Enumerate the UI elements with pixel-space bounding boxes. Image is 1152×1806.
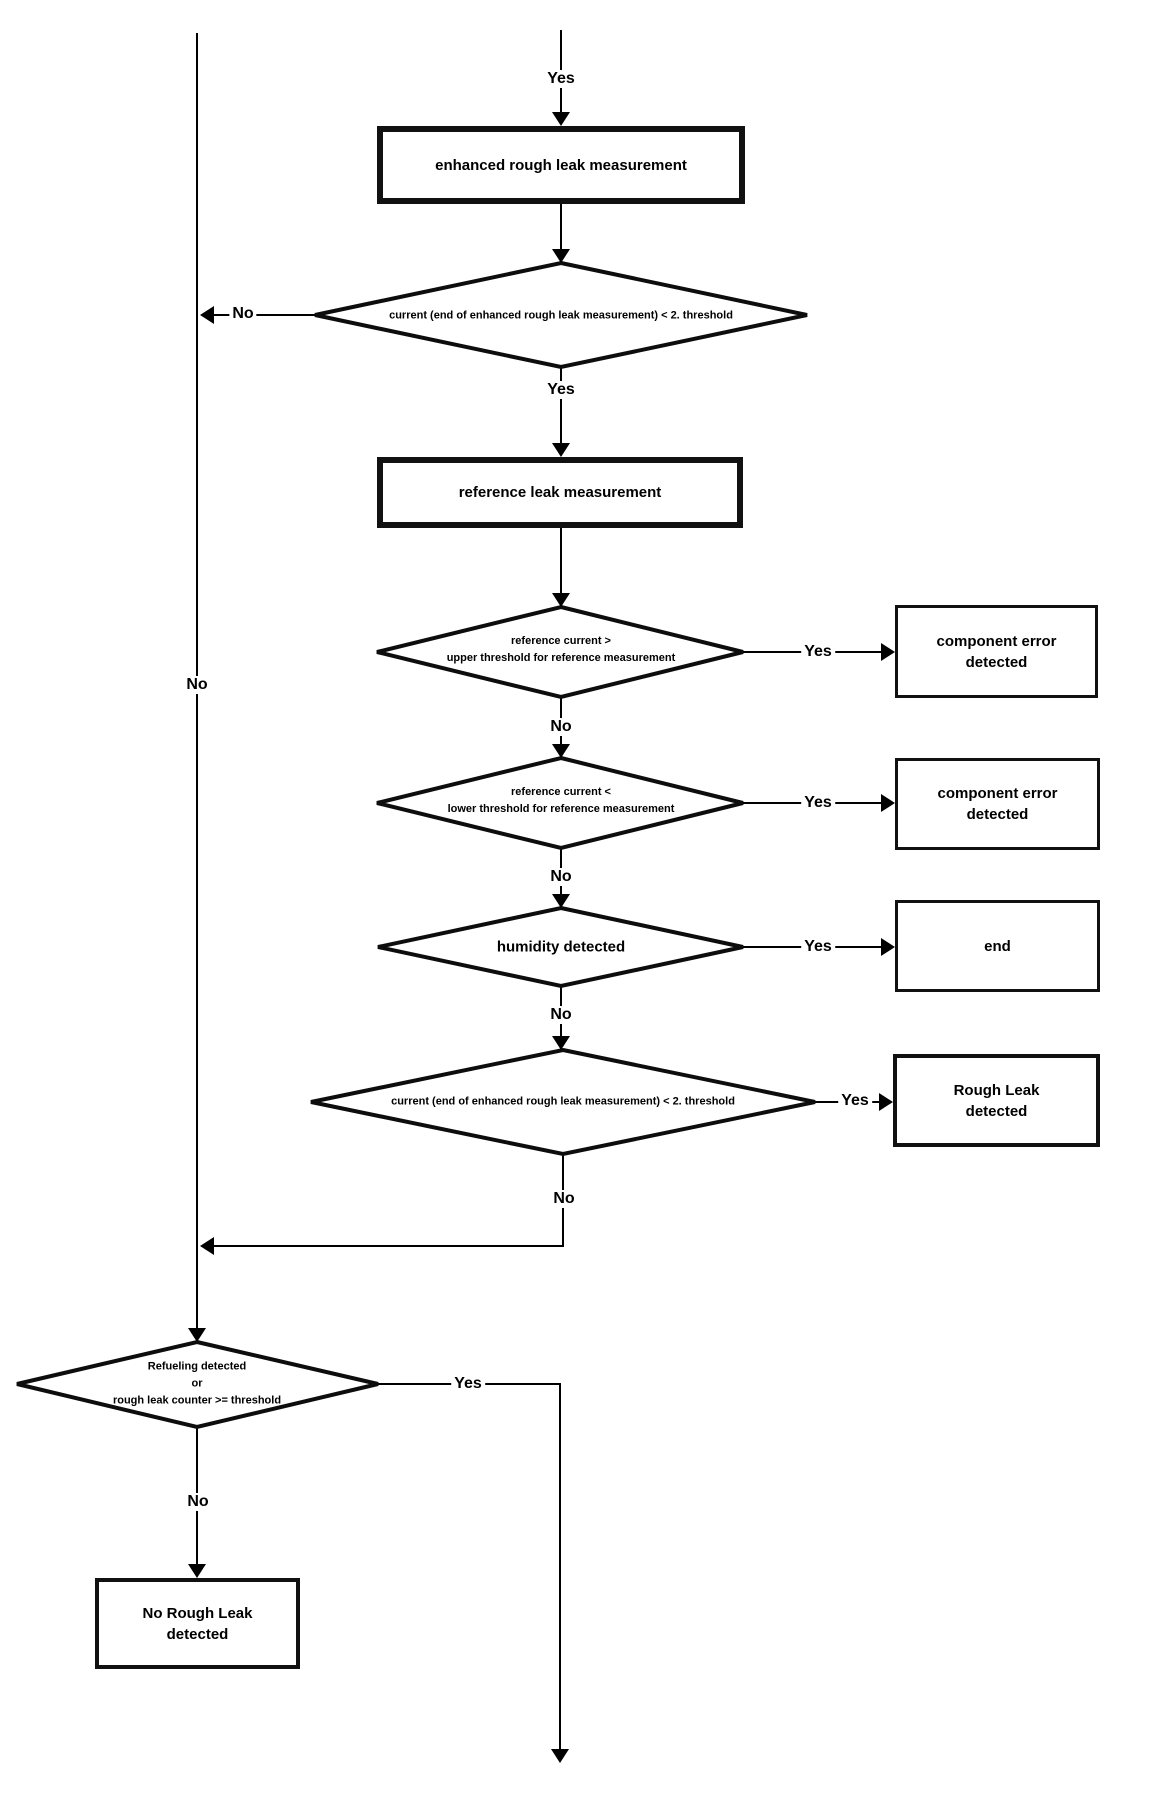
box-rough-leak-detected: Rough Leak detected bbox=[893, 1054, 1100, 1147]
node-label: reference leak measurement bbox=[458, 484, 662, 501]
decision-label-current-threshold-2: current (end of enhanced rough leak meas… bbox=[391, 1095, 735, 1108]
decision-shapes bbox=[16, 260, 816, 1430]
decision-label-refueling: Refueling detected or rough leak counter… bbox=[113, 1359, 281, 1410]
box-component-error-detected-1: component error detected bbox=[895, 605, 1098, 698]
diamond-current-threshold-2 bbox=[310, 1047, 816, 1157]
process-reference-leak-measurement: reference leak measurement bbox=[377, 457, 743, 528]
arrowhead-into-box4 bbox=[881, 794, 895, 812]
arrowhead-into-d2 bbox=[552, 593, 570, 607]
arrowhead-into-box3 bbox=[881, 643, 895, 661]
decision-label-ref-current-lower: reference current < lower threshold for … bbox=[448, 784, 675, 818]
diamond-ref-current-lower bbox=[376, 755, 744, 851]
arrowhead-into-box2 bbox=[552, 443, 570, 457]
edge-label-no-d6: No bbox=[184, 1493, 212, 1511]
node-label-line2: detected bbox=[966, 806, 1029, 823]
box-no-rough-leak-detected: No Rough Leak detected bbox=[95, 1578, 300, 1669]
edge-label-yes-d1: Yes bbox=[544, 381, 578, 399]
arrowhead-into-d1 bbox=[552, 249, 570, 263]
node-label: Rough Leak detected bbox=[954, 1080, 1040, 1122]
edge-d6-yes-exit bbox=[378, 1383, 561, 1752]
node-label-line1: No Rough Leak bbox=[142, 1604, 253, 1622]
edge-label-no-left-line: No bbox=[183, 676, 211, 694]
decision-label-humidity: humidity detected bbox=[496, 938, 626, 956]
node-label-line2: detected bbox=[965, 1102, 1028, 1120]
diamond-humidity bbox=[377, 905, 744, 989]
edge-label-no-d4: No bbox=[547, 1006, 575, 1024]
box-component-error-detected-2: component error detected bbox=[895, 758, 1100, 850]
arrowhead-into-box7 bbox=[188, 1564, 206, 1578]
edge-label-no-d1: No bbox=[229, 305, 257, 323]
decision-line2: upper threshold for reference measuremen… bbox=[446, 652, 676, 664]
node-label-line2: detected bbox=[965, 653, 1028, 671]
node-label: component error detected bbox=[937, 783, 1057, 825]
decision-line1: reference current > bbox=[511, 635, 611, 647]
decision-line1: Refueling detected bbox=[147, 1360, 247, 1373]
edge-d5-no-return bbox=[204, 1154, 564, 1247]
edge-label-no-d3: No bbox=[547, 868, 575, 886]
decision-line2: or bbox=[191, 1377, 203, 1390]
diamond-ref-current-upper bbox=[376, 604, 744, 700]
decision-line2: lower threshold for reference measuremen… bbox=[447, 803, 675, 815]
arrowhead-into-box5 bbox=[881, 938, 895, 956]
arrowhead-into-d4 bbox=[552, 894, 570, 908]
node-label: end bbox=[984, 937, 1011, 955]
node-label: No Rough Leak detected bbox=[142, 1603, 252, 1645]
arrowhead-into-d3 bbox=[552, 744, 570, 758]
node-label-line1: Rough Leak bbox=[953, 1081, 1040, 1099]
diamond-current-threshold-1 bbox=[314, 260, 808, 370]
arrowhead-d1-no-left bbox=[200, 306, 214, 324]
decision-label-current-threshold-1: current (end of enhanced rough leak meas… bbox=[389, 309, 733, 322]
edge-label-yes-d3: Yes bbox=[801, 794, 835, 812]
node-label: component error detected bbox=[936, 631, 1056, 673]
node-label-line1: component error bbox=[937, 785, 1058, 802]
arrowhead-into-box1 bbox=[552, 112, 570, 126]
edge-label-no-d5: No bbox=[550, 1190, 578, 1208]
edge-label-no-d2: No bbox=[547, 718, 575, 736]
decision-line3: rough leak counter >= threshold bbox=[112, 1394, 282, 1407]
process-enhanced-rough-leak-measurement: enhanced rough leak measurement bbox=[377, 126, 745, 204]
node-label: enhanced rough leak measurement bbox=[435, 156, 687, 174]
arrowhead-bottom-exit bbox=[551, 1749, 569, 1763]
edge-label-yes-d2: Yes bbox=[801, 643, 835, 661]
arrowheads bbox=[188, 112, 895, 1763]
decision-label-ref-current-upper: reference current > upper threshold for … bbox=[447, 633, 676, 667]
node-label-line2: detected bbox=[166, 1625, 229, 1643]
arrowhead-into-box6 bbox=[879, 1093, 893, 1111]
node-label-line1: component error bbox=[936, 632, 1057, 650]
edge-label-yes-d6: Yes bbox=[451, 1375, 485, 1393]
arrowhead-d5-no-left bbox=[200, 1237, 214, 1255]
arrowhead-into-d5 bbox=[552, 1036, 570, 1050]
box-end: end bbox=[895, 900, 1100, 992]
diamond-refueling bbox=[16, 1339, 379, 1430]
edge-label-yes-d4: Yes bbox=[801, 938, 835, 956]
edge-label-yes-top: Yes bbox=[544, 70, 578, 88]
decision-line1: reference current < bbox=[511, 786, 611, 798]
arrowhead-into-d6 bbox=[188, 1328, 206, 1342]
edge-label-yes-d5: Yes bbox=[838, 1092, 872, 1110]
